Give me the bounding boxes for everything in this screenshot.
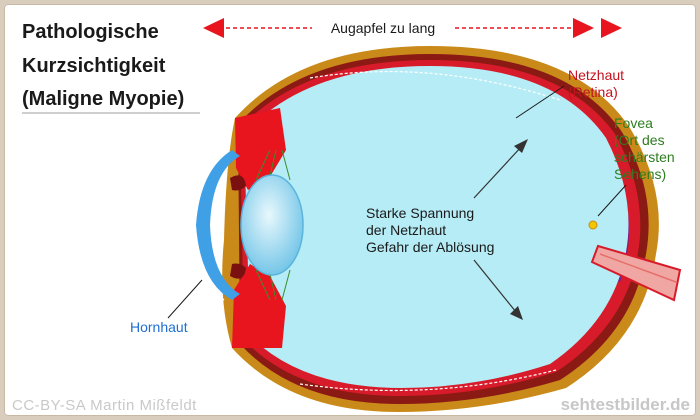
lens (240, 174, 304, 276)
left-arrowhead (203, 18, 224, 38)
fovea-label-line-3: schärsten (614, 149, 675, 165)
title-line-3: (Maligne Myopie) (22, 88, 184, 110)
cornea-highlight (191, 149, 225, 301)
length-arrow: Augapfel zu lang (203, 18, 622, 38)
center-label-line-3: Gefahr der Ablösung (366, 239, 494, 255)
cornea (196, 150, 240, 300)
optic-nerve-detail (599, 253, 677, 283)
iris-upper (235, 108, 286, 190)
netzhaut-pointer (515, 85, 565, 119)
length-label: Augapfel zu lang (331, 20, 435, 36)
right-arrowhead-2 (601, 18, 622, 38)
pupil-edge-upper (230, 175, 246, 191)
zonular-fibers (255, 149, 291, 301)
fovea-pointer (597, 184, 627, 217)
fovea-label-line-4: Sehens) (614, 166, 666, 182)
right-arrowhead-1 (573, 18, 594, 38)
hornhaut-pointer (167, 279, 203, 319)
fovea-label-line-1: Fovea (614, 115, 653, 131)
center-label-line-1: Starke Spannung (366, 205, 474, 221)
center-label-line-2: der Netzhaut (366, 222, 446, 238)
vitreous-body (244, 66, 629, 388)
netzhaut-label-line-1: Netzhaut (568, 67, 624, 83)
netzhaut-label-line-2: (Retina) (568, 84, 618, 100)
credit-text: CC-BY-SA Martin Mißfeldt (12, 397, 197, 414)
stress-arrow-down (473, 259, 523, 320)
pupil-edge-lower (230, 263, 246, 279)
title-line-1: Pathologische (22, 21, 159, 43)
hornhaut-label: Hornhaut (130, 319, 188, 335)
title-line-2: Kurzsichtigkeit (22, 55, 166, 77)
site-watermark: sehtestbilder.de (561, 395, 690, 414)
stress-arrow-up (473, 139, 528, 199)
retina-detail-top (309, 70, 561, 101)
fovea-label-line-2: (Ort des (614, 132, 665, 148)
fovea-dot (588, 220, 598, 230)
